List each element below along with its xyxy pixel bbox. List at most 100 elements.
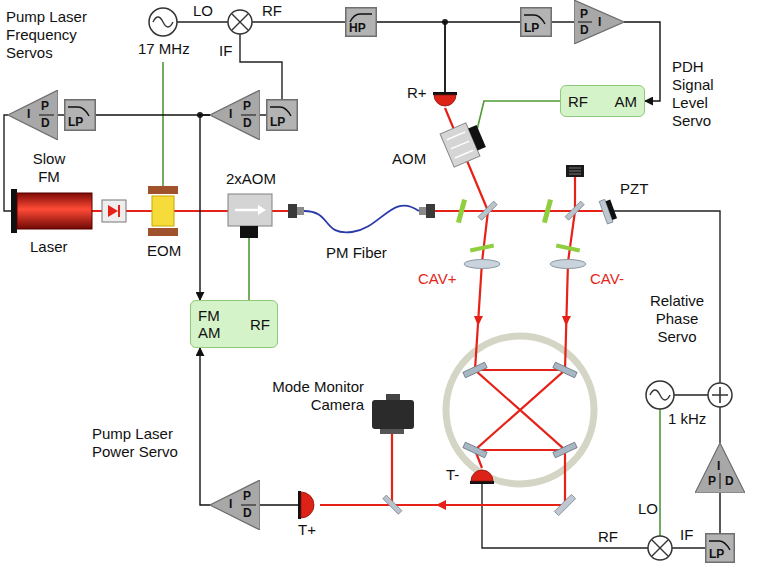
mixer	[228, 10, 252, 34]
filter-label: LP	[709, 547, 724, 561]
lowpass-filter: LP	[266, 99, 298, 131]
pid-divider	[241, 115, 256, 116]
aom-stripes	[447, 132, 473, 158]
aom-transducer	[240, 226, 258, 238]
label-text: AOM	[392, 150, 426, 168]
detector-label: T+	[298, 521, 316, 539]
cavity-mirror	[553, 442, 577, 458]
rf-drive-line	[476, 101, 560, 134]
lowpass-filter: LP	[520, 7, 552, 37]
fiber-coupler	[426, 204, 435, 218]
label-text: 17 MHz	[138, 40, 190, 58]
rf-driver-box: FM AMRF	[190, 300, 278, 348]
if-wire	[672, 547, 705, 548]
label-text: LO	[193, 2, 213, 20]
filter-curve	[68, 107, 89, 116]
label-text: PZT	[620, 180, 648, 198]
filter-label: HP	[349, 21, 366, 35]
if-wire	[240, 34, 282, 99]
waveplate	[542, 199, 553, 223]
signal-wire	[552, 21, 574, 22]
aom-transducer	[468, 125, 486, 151]
summer	[708, 383, 732, 407]
pid-divider	[720, 473, 721, 489]
cavity-mirror	[553, 362, 577, 378]
beam-arrowhead	[562, 316, 571, 326]
label-text: PDH Signal Level Servo	[672, 58, 734, 130]
pid-letter: I	[229, 107, 232, 121]
pid-letter: D	[243, 506, 252, 520]
laser-mount	[11, 189, 17, 233]
laser-beam	[320, 450, 565, 505]
label-text: LO	[638, 500, 658, 518]
aom-arrow	[235, 209, 258, 212]
amplifier-triangle	[210, 90, 260, 140]
detector-base	[433, 92, 457, 95]
amplifier-body	[210, 480, 260, 530]
photodetector: R+	[433, 92, 457, 108]
pzt-mirror	[599, 198, 618, 224]
filter-label: LP	[68, 115, 83, 129]
photodetector: T+	[298, 491, 320, 519]
lo-wire	[177, 21, 228, 22]
laser-body	[17, 193, 92, 229]
signal-wire	[445, 22, 520, 92]
eom-crystal	[152, 196, 174, 226]
signal-wire	[200, 348, 210, 505]
summer-wire	[719, 407, 720, 443]
pid-letter: D	[725, 474, 734, 488]
amplifier-body	[695, 443, 745, 493]
label-text: Laser	[30, 238, 68, 256]
signal-wire	[260, 504, 298, 505]
signal-wire	[719, 493, 720, 533]
filter-box	[706, 534, 735, 563]
filter-label: LP	[270, 115, 285, 129]
fiber-coupler	[288, 204, 297, 218]
label-text: CAV+	[418, 270, 457, 288]
label-text: Mode Monitor Camera	[264, 378, 364, 414]
beam-splitter	[565, 201, 584, 220]
signal-wire	[96, 114, 210, 115]
fiber-coupler	[419, 207, 426, 215]
amplifier-body	[8, 90, 58, 140]
pid-letter: P	[580, 7, 588, 21]
label-text: CAV-	[590, 270, 624, 288]
detector-base	[470, 481, 494, 484]
eom-electrode	[148, 228, 178, 236]
signal-wire	[58, 114, 64, 115]
optical-isolator	[102, 200, 126, 222]
box-text: RF	[568, 93, 588, 110]
lowpass-filter: LP	[705, 533, 735, 563]
laser-beam	[391, 432, 393, 505]
beam-dump	[566, 165, 584, 177]
summer-plus	[712, 387, 728, 403]
cavity-mirror	[463, 362, 487, 378]
filter-box	[346, 8, 377, 37]
filter-box	[65, 100, 96, 131]
dither-wire	[674, 394, 708, 395]
filter-curve	[270, 107, 291, 116]
detector-dome	[471, 470, 493, 481]
amplifier-body	[210, 90, 260, 140]
cavity-housing	[446, 336, 594, 484]
signal-wire	[377, 22, 445, 92]
box-text: AM	[615, 93, 638, 110]
pid-letter: D	[243, 116, 252, 130]
pid-controller: IPD	[8, 90, 58, 140]
rf-drive-line	[162, 62, 164, 186]
label-text: Relative Phase Servo	[640, 292, 714, 346]
detector-dome	[301, 492, 314, 518]
mode-camera	[372, 400, 414, 429]
detector-base	[298, 491, 301, 519]
pid-letter: I	[27, 107, 30, 121]
pid-letter: D	[580, 23, 589, 37]
isolator-diode	[108, 205, 118, 217]
pid-letter: D	[41, 116, 50, 130]
beam-arrowhead	[436, 500, 446, 510]
label-text: RF	[598, 528, 618, 546]
detector-dome	[434, 95, 456, 106]
label-text: Pump Laser Frequency Servos	[6, 8, 102, 62]
photodetector: T-	[470, 468, 494, 484]
